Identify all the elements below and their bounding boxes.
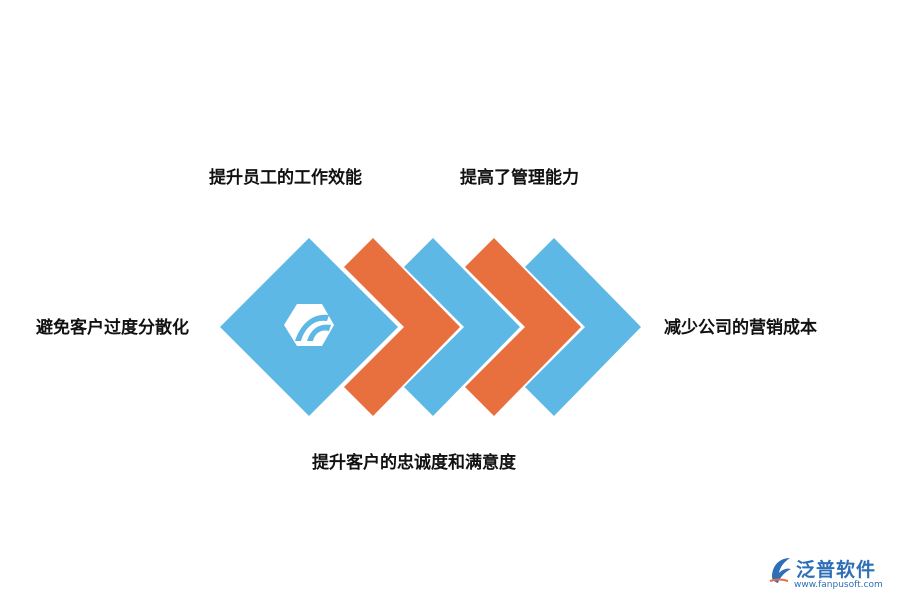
label-avoid-customer-dispersion: 避免客户过度分散化 [36,318,189,338]
brand-watermark: 泛普软件 www.fanpusoft.com [768,553,892,597]
brand-logo-icon [284,304,334,346]
chevron-4 [525,238,641,416]
label-improve-customer-loyalty: 提升客户的忠诚度和满意度 [312,453,516,473]
label-reduce-marketing-cost: 减少公司的营销成本 [664,318,817,338]
watermark-url: www.fanpusoft.com [794,580,883,590]
label-improve-management-ability: 提高了管理能力 [460,168,579,188]
chevron-1 [344,238,460,416]
chevron-2 [404,238,520,416]
label-improve-employee-efficiency: 提升员工的工作效能 [209,168,362,188]
watermark-brand: 泛普软件 [796,559,877,581]
fanpu-logo-icon [769,558,791,583]
chevron-3 [465,238,581,416]
